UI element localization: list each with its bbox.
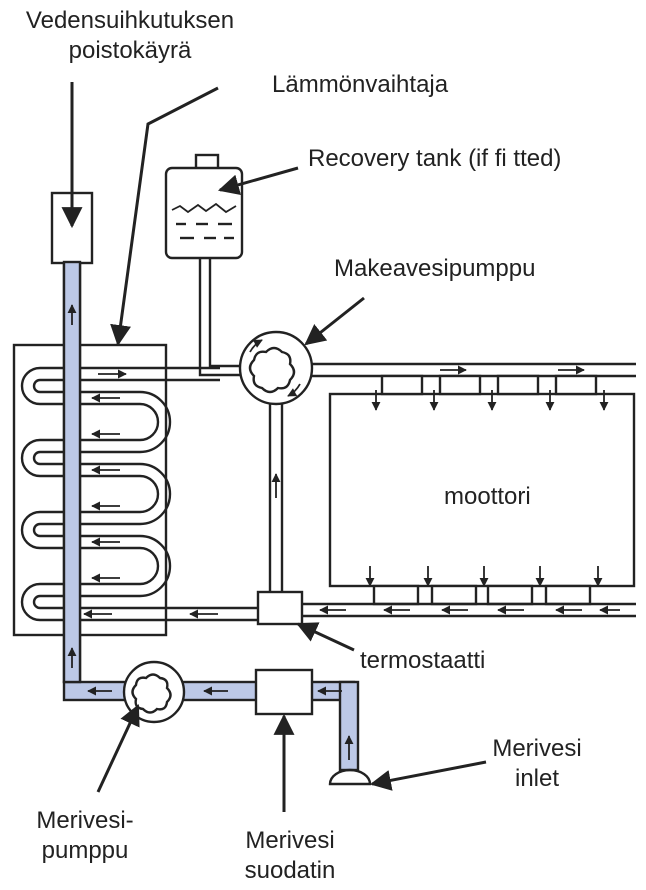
label-sea-inlet-line2: inlet	[514, 765, 560, 792]
label-sea-pump-line1: Merivesi-	[36, 807, 134, 834]
label-heat-exchanger: Lämmönvaihtaja	[272, 71, 449, 98]
sea-water-filter	[254, 668, 314, 716]
label-sea-filter-line1: Merivesi	[245, 827, 335, 854]
label-discharge-line1: Vedensuihkutuksen	[25, 7, 235, 34]
fresh-water-pump	[238, 330, 314, 406]
label-fresh-water-pump: Makeavesipumppu	[334, 255, 536, 282]
label-thermostat: termostaatti	[360, 647, 486, 674]
heat-exchanger	[12, 343, 262, 637]
thermostat	[256, 590, 304, 626]
label-recovery-tank: Recovery tank (if fi tted)	[308, 145, 562, 172]
label-engine: moottori	[444, 483, 531, 510]
engine-block	[302, 374, 636, 618]
label-sea-inlet-line1: Merivesi	[492, 735, 582, 762]
sea-water-riser-front	[62, 260, 82, 684]
label-discharge-elbow: Vedensuihkutuksen poistokäyrä	[0, 6, 260, 66]
sea-water-inlet	[328, 768, 372, 786]
label-sea-water-filter: Merivesi suodatin	[230, 826, 350, 886]
label-discharge-line2: poistokäyrä	[68, 37, 192, 64]
label-sea-filter-line2: suodatin	[244, 857, 336, 884]
label-sea-water-inlet: Merivesi inlet	[482, 734, 592, 794]
sea-water-pump	[122, 660, 186, 724]
pointer-arrows	[61, 82, 487, 812]
label-sea-water-pump: Merivesi- pumppu	[20, 806, 150, 866]
label-sea-pump-line2: pumppu	[41, 837, 129, 864]
